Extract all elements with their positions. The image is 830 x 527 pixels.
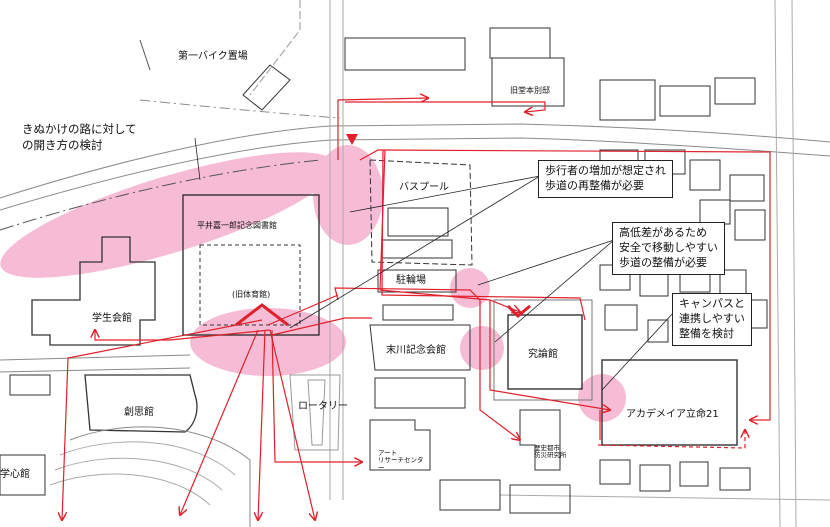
suekawa-hall-zone — [460, 326, 504, 370]
sidewalk-callout-line-2: 歩道の再整備が必要 — [545, 178, 644, 192]
campus-link-callout-line-2: 連携しやすい — [679, 311, 745, 325]
bicycle-parking-label: 駐輪場 — [396, 275, 426, 286]
art-research-center-line-2: リサーチセンター — [378, 456, 424, 472]
buildings — [0, 27, 768, 527]
elevation-callout-line-3: 歩道の整備が必要 — [619, 255, 707, 269]
art-research-center-label: アート リサーチセンター — [378, 449, 428, 472]
disaster-institute-line-2: 防災研究所 — [534, 451, 567, 460]
academia-building — [601, 359, 738, 446]
entrance-marker — [346, 134, 358, 145]
kinukake-callout-line-1: きぬかけの路に対して — [22, 122, 137, 136]
rotary-label: ロータリー — [298, 401, 348, 412]
elevation-callout-line-1: 高低差があるため — [619, 226, 707, 239]
gakushinkan-label: 学心館 — [0, 469, 30, 480]
art-research-center-line-1: アート — [378, 449, 398, 457]
kinukake-callout: きぬかけの路に対して の開き方の検討 — [22, 122, 137, 153]
kinukake-road-zone — [0, 152, 336, 278]
student-hall-label: 学生会館 — [92, 313, 132, 324]
student-hall-building — [31, 236, 156, 346]
elevation-callout: 高低差があるため 安全で移動しやすい 歩道の整備が必要 — [612, 222, 725, 275]
campus-link-callout-line-1: キャンパスと — [679, 297, 745, 310]
kinukake-callout-line-2: の開き方の検討 — [22, 137, 103, 152]
suekawa-hall-building — [369, 324, 471, 371]
old-gym-hub-chevron — [235, 303, 289, 327]
library-label: 平井嘉一郎記念図書館 — [197, 221, 277, 230]
library-building — [182, 194, 320, 336]
campus-link-callout: キャンパスと 連携しやすい 整備を検討 — [672, 293, 752, 346]
kyuronkan-building — [507, 314, 583, 390]
soshikan-label: 創思館 — [124, 407, 154, 418]
kyuronkan-chevron — [506, 304, 531, 319]
bus-pool-label: バスプール — [399, 182, 449, 193]
bicycle-parking-zone — [450, 268, 490, 308]
sidewalk-callout: 歩行者の増加が想定され 歩道の再整備が必要 — [538, 160, 673, 198]
pedestrian-routes — [62, 98, 771, 520]
callout-leaders — [194, 137, 675, 391]
suekawa-hall-label: 末川記念会館 — [386, 345, 446, 356]
old-gym-plaza-zone — [190, 308, 346, 376]
highlight-zones — [0, 145, 626, 422]
kyuronkan-label: 究論館 — [528, 349, 558, 360]
old-gym-label: (旧体育館) — [232, 290, 271, 299]
academia-label: アカデメイア立命21 — [626, 409, 719, 420]
old-residence-label: 旧堂本別邸 — [510, 86, 550, 95]
disaster-institute-label: 歴史都市 防災研究所 — [534, 444, 574, 460]
elevation-callout-line-2: 安全で移動しやすい — [619, 240, 718, 254]
disaster-institute-line-1: 歴史都市 — [534, 444, 560, 452]
sidewalk-callout-line-1: 歩行者の増加が想定され — [545, 164, 666, 177]
soshikan-building — [84, 374, 198, 433]
bike-parking-label: 第一バイク置場 — [178, 51, 248, 62]
campus-link-callout-line-3: 整備を検討 — [679, 326, 734, 340]
